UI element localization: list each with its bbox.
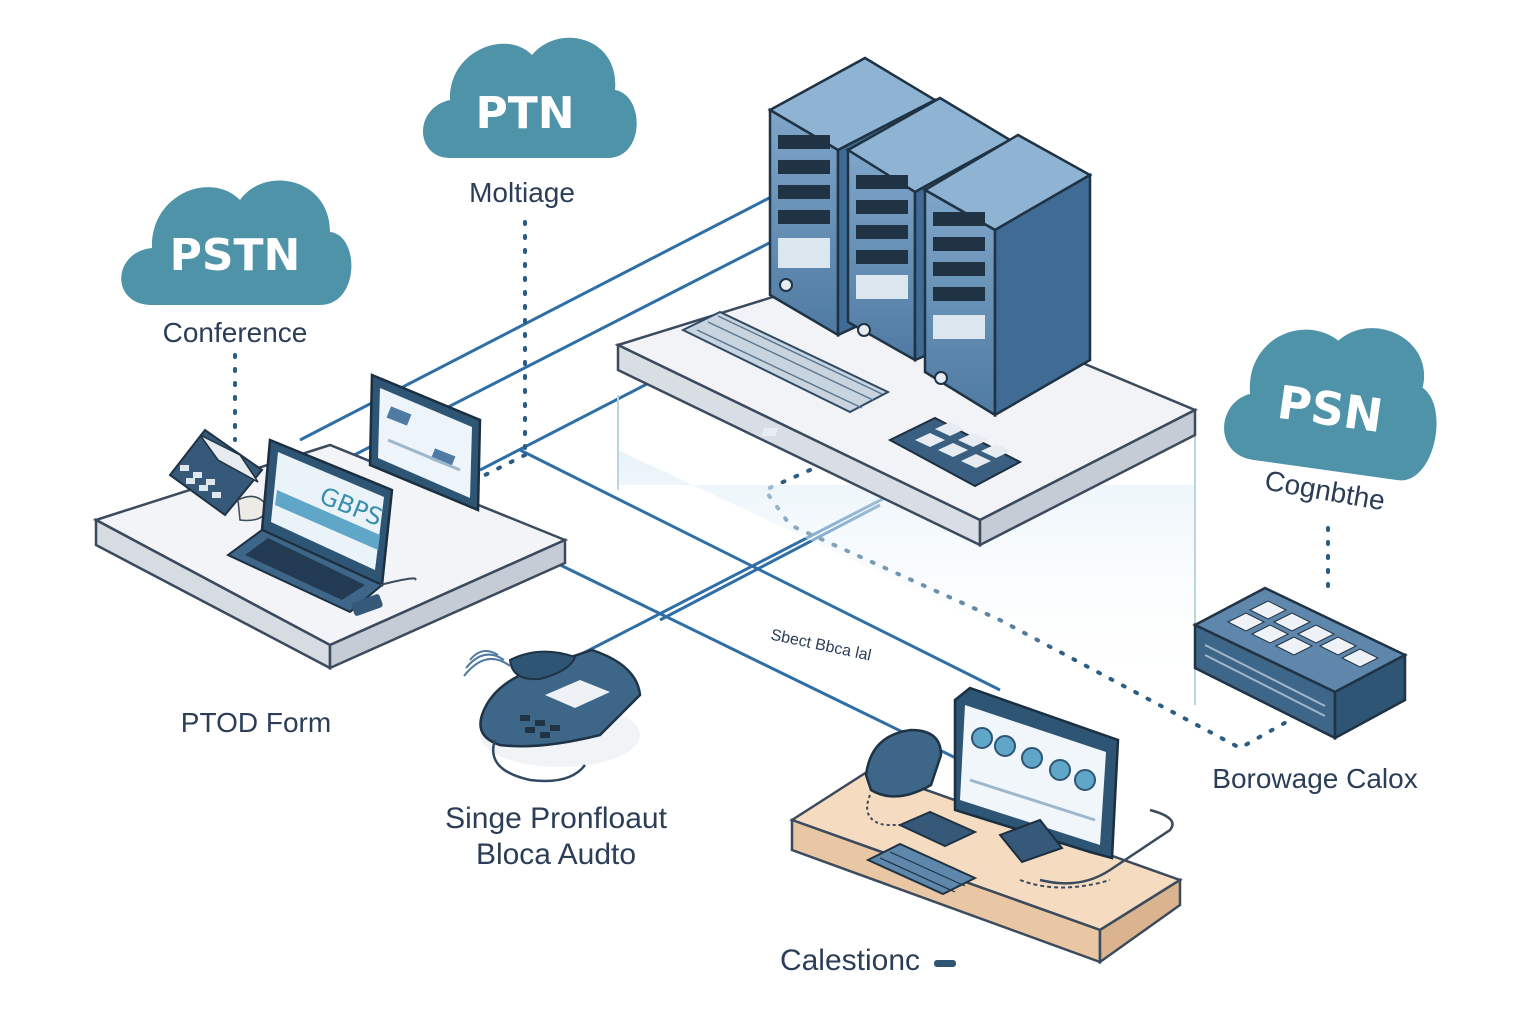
cloud-pstn-label: PSTN	[170, 230, 301, 281]
label-conference: Conference	[163, 317, 308, 348]
server-keyboard	[680, 310, 891, 414]
bottom-desk-keyboard	[865, 842, 978, 896]
cloud-ptn: PTN	[422, 37, 637, 158]
server-keypad	[761, 416, 1023, 488]
label-singe-line-1: Singe Pronfloaut	[445, 802, 667, 835]
bottom-desk-keypad	[897, 810, 978, 848]
label-ptod-form: PTOD Form	[181, 707, 331, 738]
cloud-ptn-label: PTN	[475, 88, 574, 139]
label-moltiage: Moltiage	[469, 177, 575, 208]
desktop-monitor	[368, 373, 482, 512]
desk-phone-device	[168, 428, 269, 522]
bottom-desk-monitor	[953, 686, 1174, 889]
label-borowage: Borowage Calox	[1212, 763, 1417, 794]
bottom-desk-phone	[864, 728, 943, 826]
server-rack-3	[922, 133, 1093, 418]
cloud-psn: PSN	[1224, 328, 1437, 481]
laptop-device: GBPS	[226, 438, 417, 616]
label-link: Sbect Bbca lal	[769, 627, 873, 665]
label-calestionc: Calestionc	[780, 944, 920, 977]
label-singe-line-2: Bloca Audto	[476, 838, 636, 871]
calestionc-glyph	[934, 960, 956, 967]
network-switch-device	[1192, 586, 1408, 741]
ip-phone-device	[463, 648, 642, 783]
cloud-pstn: PSTN	[121, 180, 352, 305]
